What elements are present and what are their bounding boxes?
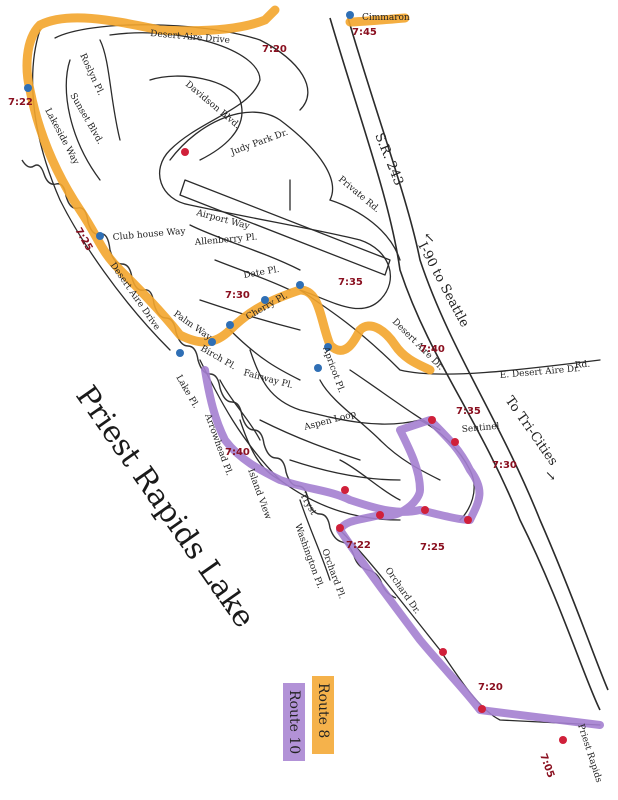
street-e-desert-aire-dr: E. Desert Aire Dr. xyxy=(499,364,581,381)
legend-route-8: Route 8 xyxy=(315,683,331,738)
lake-label: Priest Rapids Lake xyxy=(68,380,261,635)
time-label: 7:35 xyxy=(456,406,481,417)
street-lake-pl: Lake Pl. xyxy=(173,374,200,411)
street-private-rd: Private Rd. xyxy=(336,175,382,215)
street-cimmaron: Cimmaron xyxy=(362,13,410,23)
route-10-stops xyxy=(181,148,567,744)
time-label: 7:22 xyxy=(8,97,33,108)
street-club-house-way: Club house Way xyxy=(112,227,186,243)
route-10-line xyxy=(201,366,604,729)
street-desert-aire-drive-sw: Desert Aire Drive xyxy=(108,261,162,332)
time-label: 7:20 xyxy=(262,44,287,55)
arrow-tricities-icon: ↘ xyxy=(545,469,556,484)
time-label: 7:35 xyxy=(338,277,363,288)
highway-label: S.R. 243 xyxy=(371,131,406,188)
street-priest-rapids: Priest Rapids xyxy=(575,723,603,784)
time-label: 7:20 xyxy=(478,682,503,693)
time-label: 7:30 xyxy=(492,460,517,471)
street-cherry-pl: Cherry Pl. xyxy=(245,291,290,323)
route-8-stops xyxy=(24,11,354,372)
street-sunset-blvd: Sunset Blvd. xyxy=(67,92,104,147)
route-8-line xyxy=(22,5,435,375)
street-washington-pl: Washington Pl. xyxy=(292,523,325,591)
time-label: 7:05 xyxy=(537,752,556,779)
arrow-tricities-label: To Tri-Cities xyxy=(502,394,561,469)
sr-243-highway-east xyxy=(347,17,609,691)
time-label: 7:45 xyxy=(352,27,377,38)
arrow-seattle-label: I-90 to Seattle xyxy=(414,240,472,330)
street-roslyn-pl: Roslyn Pl. xyxy=(77,52,105,97)
time-label: 7:40 xyxy=(225,447,250,458)
time-label: 7:22 xyxy=(346,540,371,551)
legend: Route 10 Route 8 xyxy=(283,676,334,761)
street-orchard-pl: Orchard Pl. xyxy=(319,548,346,601)
street-e-desert-aire-rd: Rd. xyxy=(574,360,590,371)
time-label: 7:30 xyxy=(225,290,250,301)
street-tryst: Tryst xyxy=(297,492,318,518)
street-judy-park-dr: Judy Park Dr. xyxy=(229,128,290,158)
arrow-seattle-icon: ↖ xyxy=(424,231,435,246)
time-label: 7:25 xyxy=(420,542,445,553)
street-date-pl: Date Pl. xyxy=(243,265,281,281)
sr-243-highway-west xyxy=(329,17,601,711)
time-label: 7:40 xyxy=(420,344,445,355)
legend-route-10: Route 10 xyxy=(286,690,302,754)
street-allenberry-pl: Allenberry Pl. xyxy=(193,233,258,249)
street-sentinel: Sentinel xyxy=(461,422,500,435)
